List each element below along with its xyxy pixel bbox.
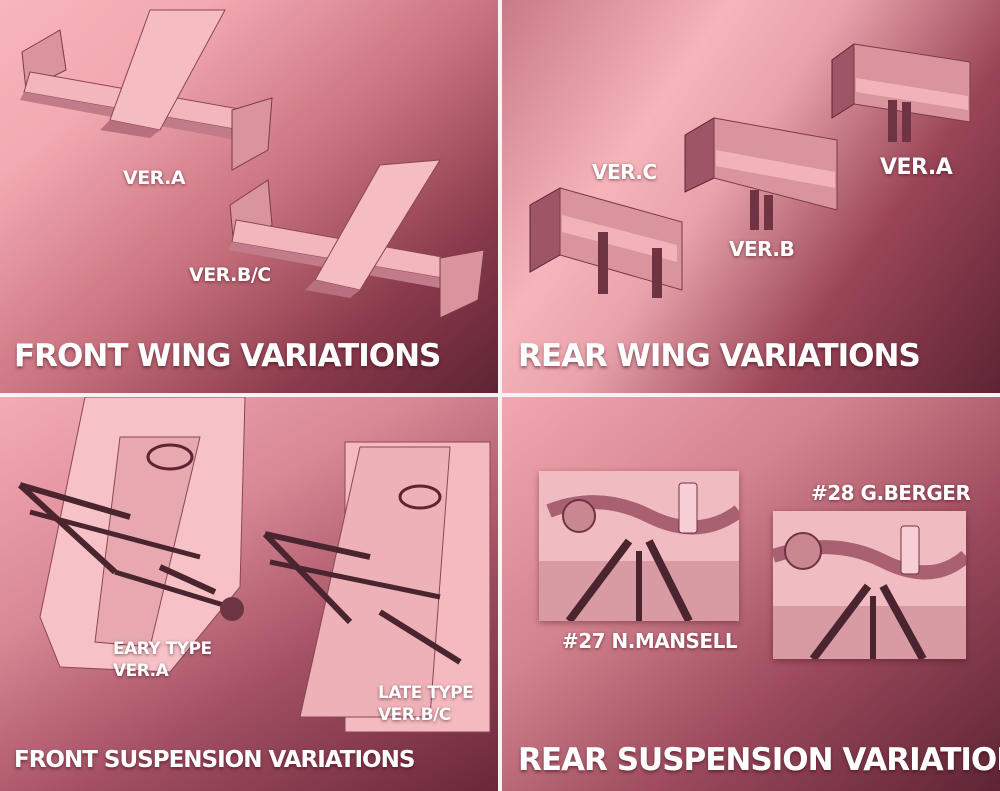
rear-wing-models bbox=[529, 43, 971, 298]
front-wing-panel: VER.A VER.B/C FRONT WING VARIATIONS bbox=[0, 0, 498, 393]
front-wing-ver-a-model bbox=[20, 9, 273, 171]
front-suspension-early-ver-label: VER.A bbox=[113, 661, 169, 681]
front-suspension-models bbox=[17, 397, 491, 733]
rear-wing-ver-c-model bbox=[529, 187, 683, 298]
rear-wing-ver-a-label: VER.A bbox=[880, 155, 953, 180]
rear-suspension-berger-image bbox=[773, 511, 966, 659]
front-suspension-late-ver-label: VER.B/C bbox=[378, 705, 451, 725]
front-wing-ver-bc-label: VER.B/C bbox=[189, 264, 271, 286]
front-suspension-early-model bbox=[17, 397, 246, 673]
front-suspension-panel: EARY TYPE VER.A LATE TYPE VER.B/C FRONT … bbox=[0, 397, 498, 791]
front-suspension-title: FRONT SUSPENSION VARIATIONS bbox=[14, 747, 415, 773]
front-wing-ver-a-label: VER.A bbox=[123, 167, 186, 189]
front-wing-title: FRONT WING VARIATIONS bbox=[14, 338, 441, 374]
rear-wing-ver-b-model bbox=[684, 117, 838, 230]
rear-wing-ver-b-label: VER.B bbox=[729, 237, 795, 261]
front-wing-models bbox=[20, 9, 485, 319]
rear-wing-ver-a-model bbox=[831, 43, 971, 142]
rear-suspension-panel: #27 N.MANSELL #28 G.BERGER REAR SUSPENSI… bbox=[502, 397, 1000, 791]
rear-suspension-mansell-image bbox=[539, 471, 739, 621]
rear-wing-ver-c-label: VER.C bbox=[592, 160, 657, 184]
front-suspension-late-type-label: LATE TYPE bbox=[378, 683, 474, 703]
rear-wing-panel: VER.C VER.B VER.A REAR WING VARIATIONS bbox=[502, 0, 1000, 393]
front-suspension-late-model bbox=[262, 441, 491, 733]
rear-suspension-mansell-label: #27 N.MANSELL bbox=[562, 629, 738, 653]
rear-wing-title: REAR WING VARIATIONS bbox=[518, 338, 921, 374]
rear-suspension-title: REAR SUSPENSION VARIATIONS bbox=[518, 742, 1000, 778]
front-suspension-early-type-label: EARY TYPE bbox=[113, 639, 212, 659]
rear-suspension-berger-label: #28 G.BERGER bbox=[811, 481, 971, 505]
front-wing-ver-bc-model bbox=[228, 159, 485, 319]
